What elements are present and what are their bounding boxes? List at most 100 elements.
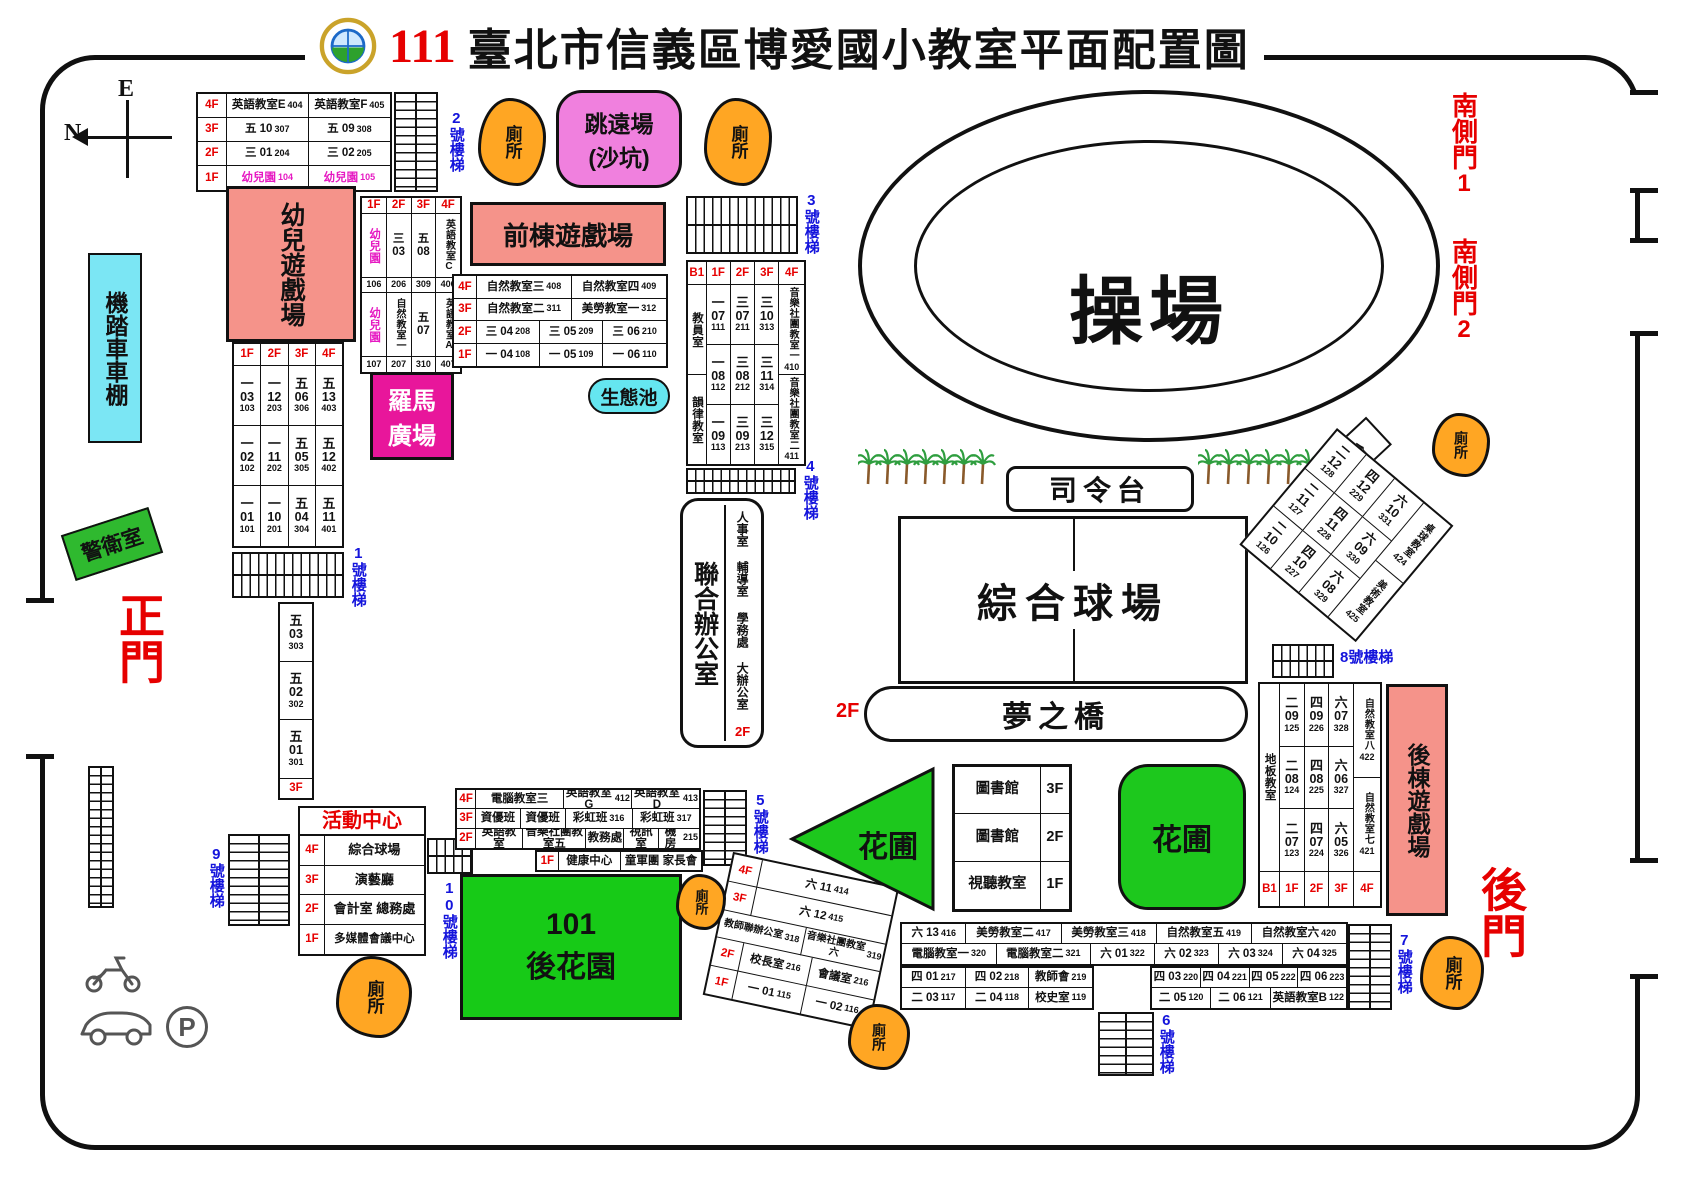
parking-icon: P — [166, 1006, 208, 1048]
stair-4-label: 4號樓梯 — [801, 458, 819, 520]
room-cell: 3F — [457, 809, 477, 829]
stair-8 — [1272, 644, 1334, 678]
toilet-3: 廁所 — [336, 956, 412, 1038]
gate-tick — [1630, 90, 1658, 95]
room-cell: 4F — [315, 344, 342, 366]
joint-office-room: 學務處 — [735, 611, 750, 648]
room-cell: 1F — [537, 852, 559, 870]
room-cell: 視訊室 — [624, 828, 659, 848]
room-cell: 4F — [300, 836, 325, 866]
room-cell: 幼兒園 — [362, 293, 387, 358]
room-cell: 4F — [779, 262, 804, 286]
front-gate-opening — [36, 600, 58, 758]
room-cell: 音樂社團教室五 — [523, 828, 587, 848]
room-cell: 教員室 — [688, 285, 706, 376]
room-cell: 207 — [387, 357, 412, 372]
room-cell: 4F — [198, 94, 227, 118]
room-cell: 3F — [454, 298, 477, 321]
eco-pond: 生態池 — [588, 378, 670, 414]
toilet-5: 廁所 — [848, 1004, 910, 1070]
stair-3-label: 3號樓梯 — [802, 192, 820, 254]
stair-7 — [1348, 924, 1392, 1010]
room-cell: 綜合球場 — [324, 836, 424, 866]
joint-office-title: 聯合辦公室 — [690, 560, 719, 686]
room-cell: 406 — [436, 278, 460, 294]
room-cell: 3F — [1040, 767, 1069, 815]
stair-2-label: 2號樓梯 — [447, 110, 465, 172]
room-cell: 310 — [412, 357, 437, 372]
room-cell: 會計室 總務處 — [324, 895, 424, 925]
room-cell: 資優班 — [520, 809, 566, 829]
long-jump-pit: 跳遠場 (沙坑) — [556, 90, 682, 188]
room-cell: 2F — [1309, 882, 1324, 895]
back-gate-label: 後門 — [1475, 866, 1527, 958]
stair-2 — [394, 92, 438, 192]
multi-court: 綜合球場 — [898, 516, 1248, 684]
back-gate-opening — [1627, 860, 1649, 978]
room-cell: 圖書館 — [955, 767, 1041, 815]
compass-horizontal-line — [86, 136, 172, 139]
room-cell: 五 08 — [411, 214, 437, 279]
stair-5 — [703, 790, 747, 866]
stair-8-label: 8號樓梯 — [1340, 649, 1394, 666]
stair-10-label: 10號樓梯 — [440, 880, 458, 959]
gate-tick — [26, 754, 54, 759]
room-cell: 童軍團 家長會 — [624, 854, 698, 867]
room-cell: 1F — [234, 344, 262, 366]
room-cell: 多媒體會議中心 — [334, 933, 415, 946]
stair-5-label: 5號樓梯 — [751, 792, 769, 854]
running-track: 操場 — [858, 90, 1440, 442]
running-track-inner — [914, 140, 1384, 392]
gate-tick — [1630, 974, 1658, 979]
joint-office-room: 輔導室 — [735, 561, 750, 598]
title-bar: 111 臺北市信義區博愛國小教室平面配置圖 — [305, 10, 1264, 82]
